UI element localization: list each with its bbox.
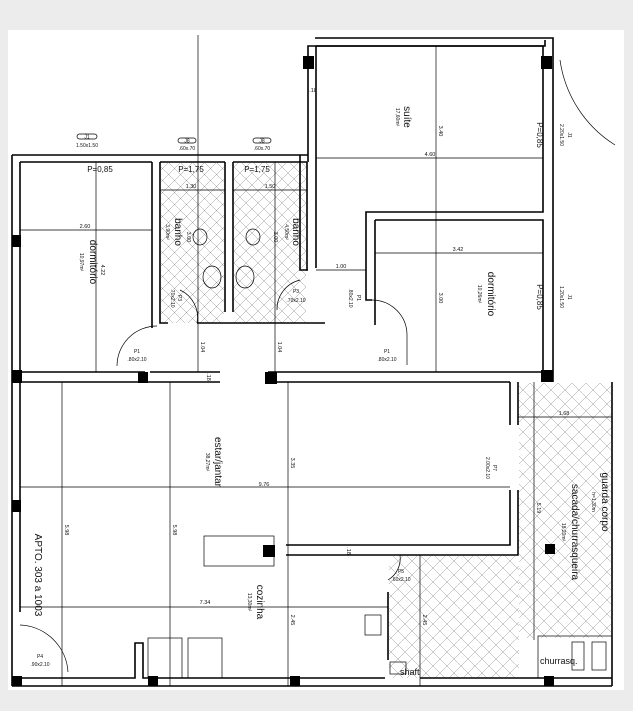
room-area: 4,50m² [283,224,289,240]
door-tag-p1: P1 [384,349,390,355]
window-sill: P=0,85 [535,284,544,310]
dimension: 9.76 [259,482,270,488]
window-size: .60x.70 [254,146,271,152]
appliance [187,637,223,679]
dimension: 3.00 [272,232,278,243]
room-area: 10,26m² [476,285,482,304]
walls [11,37,613,687]
dimension: .18 [345,547,351,555]
dimension-lines [20,35,612,686]
room-name-cozinha: cozinha [254,585,265,620]
dimension-values: 2.60 4.22 1.30 1.50 3.00 3.00 1.04 1.04 … [63,88,569,625]
door-size: .70x2.10 [286,298,305,304]
dimension: 5.98 [63,525,69,536]
dimension: 1.04 [276,342,282,353]
door-size: .80x2.10 [347,288,353,307]
dimension: 4.22 [99,265,105,276]
door-size: .80x2.10 [127,357,146,363]
door-size: 2.00x2.10 [484,457,490,479]
window-sill: P=0,85 [535,122,544,148]
toilet-icon [245,228,261,246]
apartment-label: APTO. 303 a 1003 [32,534,43,617]
guarda-corpo-label: guarda corpo [599,473,610,532]
dimension: 1.00 [336,264,347,270]
dimension: .18 [309,88,317,94]
shaft-box [389,661,407,675]
dimension: 3.00 [437,293,443,304]
room-name-sacada: sacada/churrasqueira [569,484,580,581]
room-name-estar-jantar: estar/jantar [212,437,223,488]
window-tag-j1: J1 [566,294,572,300]
dimension: 2.60 [80,224,91,230]
guarda-corpo-height: h=1,30m [590,492,596,512]
room-area: 10,97m² [78,253,84,272]
window-tag-j8: J8 [259,139,265,145]
window-sill: P=1,75 [178,165,204,174]
door-tag-p1: P1 [134,349,140,355]
room-labels: dormitório 10,97m² banho 3,90m² banho 4,… [32,106,610,677]
door-size: .70x2.10 [169,288,175,307]
toilet-icon [192,228,208,246]
dimension: 2.45 [421,615,427,626]
kitchen-counter [203,535,275,567]
fixtures [19,59,616,679]
appliance [147,637,183,679]
dimension: 5.98 [171,525,177,536]
dimension: 4.60 [425,152,436,158]
window-sill: P=1,75 [244,165,270,174]
door-tag-p1: P1 [355,295,361,301]
room-area: 13,30m² [246,593,252,612]
door-tag-p3: P3 [293,289,299,295]
sink-icon [364,614,382,636]
window-size: 2.20x1.50 [558,124,564,146]
churrasqueira-label: churrasq. [540,656,578,666]
dimension: 3.00 [185,232,191,243]
room-area: 38,27m² [204,453,210,472]
dimension: 7.34 [200,600,211,606]
dimension: 1.50 [265,184,276,190]
door-tag-p4: P4 [37,654,43,660]
room-name-suite: suíte [401,106,412,128]
room-name-banho: banho [290,218,301,246]
window-size: 1.50x1.50 [76,143,98,149]
window-tag-j8: J8 [184,139,190,145]
dimension: 1.30 [186,184,197,190]
dimension: 3.35 [289,458,295,469]
door-tag-p7: P7 [491,465,497,471]
dimension: 1.68 [559,411,570,417]
door-tag-p3: P3 [176,295,182,301]
barbecue-grill [537,635,613,679]
door-tag-p5: P5 [398,569,404,575]
dimension: 3.42 [453,247,464,253]
dimension: 2.45 [289,615,295,626]
window-size: 1.20x1.50 [558,286,564,308]
dimension: 1.04 [199,342,205,353]
room-name-dormitorio: dormitório [87,240,98,285]
opening-tags: J1 1.50x1.50 P=0,85 J8 .60x.70 P=1,75 J8… [30,122,572,668]
door-size: .90x2.10 [30,662,49,668]
room-name-dormitorio: dormitório [485,272,496,317]
door-size: .80x2.10 [377,357,396,363]
dimension: .18 [205,373,211,381]
window-sill: P=0,85 [87,165,113,174]
washbasin-icon [202,265,222,289]
dimension: 3.40 [437,126,443,137]
window-tag-j1: J1 [84,135,90,141]
room-name-banho: banho [172,218,183,246]
shaft-label: shaft [400,667,420,677]
room-area: 17,60m² [394,108,400,127]
window-size: .60x.70 [179,146,196,152]
washbasin-icon [235,265,255,289]
door-size: .60x2.10 [391,577,410,583]
window-tag-j1: J1 [566,132,572,138]
dimension: 5.19 [535,503,541,514]
room-area: 18,20m² [560,523,566,542]
room-area: 3,90m² [164,224,170,240]
